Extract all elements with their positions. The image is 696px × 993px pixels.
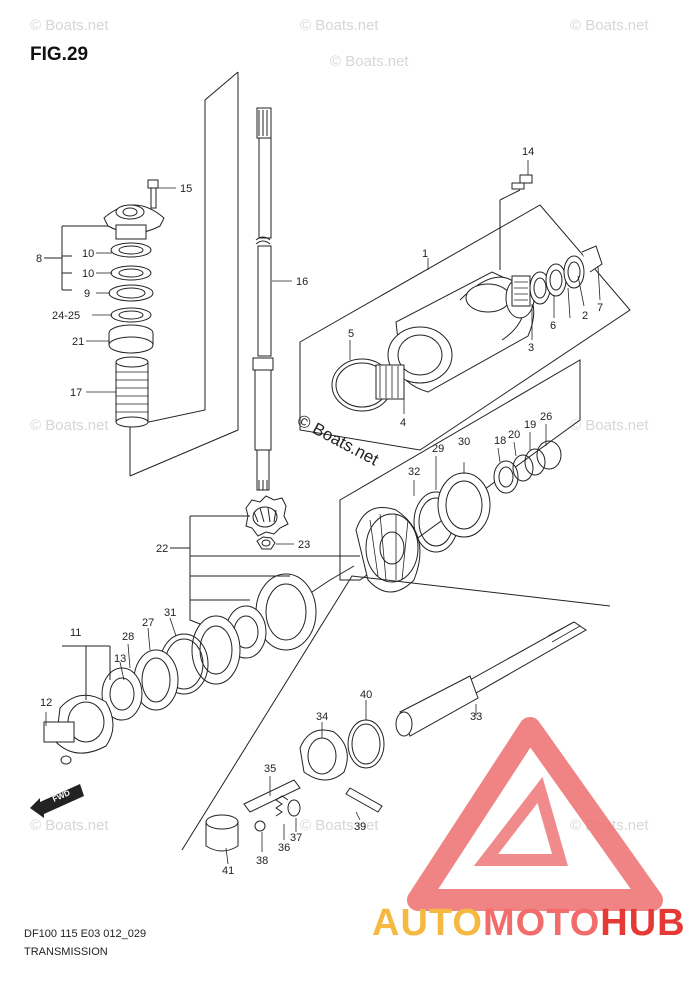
brand-part-hub: HUB — [600, 902, 686, 944]
part-label: 21 — [72, 336, 84, 348]
bearing-housing-stack — [103, 179, 165, 428]
part-label: 30 — [458, 436, 470, 448]
part-label: 24-25 — [52, 310, 80, 322]
part-label: 16 — [296, 276, 308, 288]
watermark: © Boats.net — [330, 53, 409, 70]
bracket-8 — [44, 225, 108, 291]
propeller-shaft-33 — [395, 621, 587, 737]
gearcase-outline — [299, 189, 631, 451]
part-label: 17 — [70, 387, 82, 399]
watermark: © Boats.net — [300, 817, 379, 834]
automotohub-logo-icon — [407, 717, 663, 911]
part-label: 3 — [528, 342, 534, 354]
left-outline — [129, 71, 239, 477]
watermark: © Boats.net — [300, 17, 379, 34]
clutch-group — [205, 719, 385, 852]
part-label: 19 — [524, 419, 536, 431]
bracket-22 — [170, 515, 360, 601]
part-label: 26 — [540, 411, 552, 423]
figure-name: TRANSMISSION — [24, 946, 108, 958]
part-label: 28 — [122, 631, 134, 643]
part-label: 36 — [278, 842, 290, 854]
part-label: 7 — [597, 302, 603, 314]
part-labels: 1 2 3 4 5 6 7 8 9 10 10 11 12 13 14 15 1… — [36, 146, 603, 877]
watermark: © Boats.net — [570, 417, 649, 434]
drive-shaft-16 — [252, 107, 274, 491]
pinion-gear — [245, 495, 289, 537]
reverse-gear-32 — [355, 440, 562, 593]
part-label: 22 — [156, 543, 168, 555]
forward-arrow-icon: FWD — [30, 784, 84, 818]
watermark: © Boats.net — [30, 417, 109, 434]
part-label: 35 — [264, 763, 276, 775]
part-label: 31 — [164, 607, 176, 619]
part-label: 27 — [142, 617, 154, 629]
brand-part-auto: AUTO — [372, 902, 483, 944]
part-label: 40 — [360, 689, 372, 701]
part-label: 32 — [408, 466, 420, 478]
part-label: 29 — [432, 443, 444, 455]
forward-gear-stack — [43, 573, 317, 765]
nut-23 — [256, 536, 276, 550]
gearcase-1 — [331, 174, 603, 412]
brand-part-moto: MOTO — [482, 902, 601, 944]
part-label: 9 — [84, 288, 90, 300]
part-label: 34 — [316, 711, 328, 723]
part-label: 37 — [290, 832, 302, 844]
watermark: © Boats.net — [30, 817, 109, 834]
propshaft-outline — [181, 575, 611, 851]
center-watermark: © Boats.net — [294, 411, 382, 470]
part-label: 10 — [82, 248, 94, 260]
part-label: 33 — [470, 711, 482, 723]
part-label: 8 — [36, 253, 42, 265]
bracket-11 — [62, 645, 111, 700]
figure-title: FIG.29 — [30, 44, 89, 65]
reverse-gear-outline — [339, 359, 581, 581]
part-label: 1 — [422, 248, 428, 260]
part-label: 12 — [40, 697, 52, 709]
part-label: 20 — [508, 429, 520, 441]
part-label: 11 — [70, 627, 81, 639]
part-label: 5 — [348, 328, 354, 340]
part-label: 6 — [550, 320, 556, 332]
part-label: 41 — [222, 865, 234, 877]
leader-lines — [45, 160, 601, 865]
part-label: 10 — [82, 268, 94, 280]
part-label: 23 — [298, 539, 310, 551]
part-label: 18 — [494, 435, 506, 447]
part-label: 15 — [180, 183, 192, 195]
part-label: 39 — [354, 821, 366, 833]
part-label: 14 — [522, 146, 534, 158]
part-label: 2 — [582, 310, 588, 322]
figure-code: DF100 115 E03 012_029 — [24, 928, 147, 940]
part-label: 4 — [400, 417, 406, 429]
part-label: 38 — [256, 855, 268, 867]
part-label: 13 — [114, 653, 126, 665]
watermark: © Boats.net — [30, 17, 109, 34]
brand-logo-text: AUTOMOTOHUB — [372, 902, 686, 945]
watermark: © Boats.net — [570, 17, 649, 34]
